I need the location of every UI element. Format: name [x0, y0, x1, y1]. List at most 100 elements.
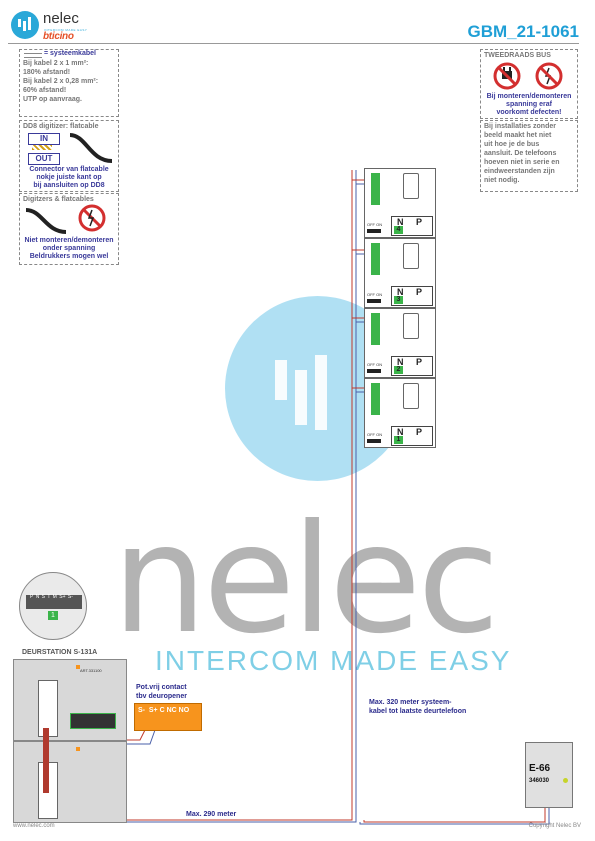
n-label: N: [397, 357, 404, 367]
phone-number: 2: [394, 366, 403, 374]
header-divider: [8, 43, 579, 44]
footer-url: www.nelec.com: [13, 823, 55, 829]
relay-label: tbv deuropener: [136, 693, 187, 700]
brand-tagline: INTERCOM MADE EASY: [44, 28, 88, 32]
footer-copyright: Copyright Nelec BV: [528, 823, 581, 829]
bus-note-box: TWEEDRAADS BUS Bij monteren/demonteren s…: [480, 49, 578, 119]
phone-terminals: [371, 383, 380, 415]
phone-switch: [367, 439, 381, 443]
phone-number: 1: [394, 436, 403, 444]
psu-model: E-66: [529, 763, 551, 774]
relay-label: Pot.vrij contact: [136, 684, 187, 691]
dd8-note: nokje juiste kant op: [36, 174, 102, 181]
terminal-strip: [26, 595, 82, 609]
phone-number: 4: [394, 226, 403, 234]
cable-note-box: = systeemkabel Bij kabel 2 x 1 mm²: 180%…: [19, 49, 119, 117]
bus-heading: TWEEDRAADS BUS: [484, 52, 551, 59]
max-320-label: Max. 320 meter systeem-: [369, 699, 452, 706]
phone-switch: [367, 299, 381, 303]
n-label: N: [397, 217, 404, 227]
info-line: niet nodig.: [484, 177, 520, 184]
dd8-note: Connector van flatcable: [29, 166, 109, 173]
phone-terminals: [371, 313, 380, 345]
phone-handset-icon: [403, 383, 419, 409]
terminal-n: N: [35, 594, 40, 600]
info-line: Bij installaties zonder: [484, 123, 556, 130]
phone-switch: [367, 369, 381, 373]
cable-line: Bij kabel 2 x 0,28 mm²:: [23, 78, 99, 85]
relay-module: S- S+ C NC NO: [134, 703, 202, 731]
info-line: beeld maakt het niet: [484, 132, 552, 139]
dd8-note: bij aansluiten op DD8: [33, 182, 105, 189]
door-station-module: ART.331100: [13, 659, 127, 741]
cable-line: Bij kabel 2 x 1 mm²:: [23, 60, 89, 67]
flat-note: onder spanning: [42, 245, 96, 252]
flatcable-note-box: Digitzers & flatcables Niet monteren/dem…: [19, 193, 119, 265]
bus-note: spanning eraf: [506, 101, 552, 108]
phone-np-block: N P 2: [391, 356, 433, 376]
bus-note: voorkomt defecten!: [496, 109, 562, 116]
p-label: P: [416, 357, 423, 367]
logo-bars-icon: [18, 17, 31, 31]
phone-unit: OFF ON N P 2: [364, 308, 436, 378]
relay-terminals: S- S+ C NC NO: [138, 707, 190, 714]
connector-hatch: [32, 145, 52, 150]
no-plug-icon: [493, 62, 521, 90]
psu-led: [563, 778, 568, 783]
phone-switch-label: OFF ON: [367, 292, 383, 297]
info-line: hoeven niet in serie en: [484, 159, 560, 166]
phone-handset-icon: [403, 173, 419, 199]
flat-heading: Digitzers & flatcables: [23, 196, 94, 203]
psu-code: 346030: [529, 778, 550, 784]
terminal-t: T: [47, 594, 51, 600]
terminal-number: 1: [48, 611, 58, 620]
cable-symbol: [24, 53, 42, 58]
info-note-box: Bij installaties zonder beeld maakt het …: [480, 120, 578, 192]
brand-name: nelec: [43, 10, 79, 27]
info-line: eindweerstanden zijn: [484, 168, 555, 175]
n-label: N: [397, 287, 404, 297]
flatcable-icon: [43, 728, 49, 793]
module-code: ART.331100: [80, 668, 102, 673]
door-station-label: DEURSTATION S-131A: [22, 649, 98, 656]
phone-terminals: [371, 173, 380, 205]
max-290-label: Max. 290 meter: [186, 811, 237, 818]
info-line: aansluit. De telefoons: [484, 150, 557, 157]
phone-np-block: N P 1: [391, 426, 433, 446]
flatcable-icon: [25, 208, 67, 234]
cable-line: UTP op aanvraag.: [23, 96, 83, 103]
info-line: uit hoe je de bus: [484, 141, 540, 148]
flat-note: Beldrukkers mogen wel: [29, 253, 109, 260]
cable-line: 180% afstand!: [23, 69, 71, 76]
p-label: P: [416, 217, 423, 227]
max-320-label: kabel tot laatste deurtelefoon: [369, 708, 467, 715]
watermark-bars: [275, 355, 327, 430]
phone-switch-label: OFF ON: [367, 432, 383, 437]
phone-np-block: N P 3: [391, 286, 433, 306]
door-station-module: [13, 741, 127, 823]
terminal-smin: S-: [67, 594, 73, 600]
flat-note: Niet monteren/demonteren: [24, 237, 114, 244]
phone-np-block: N P 4: [391, 216, 433, 236]
terminal-s: S: [41, 594, 45, 600]
no-tamper-icon: [78, 204, 106, 232]
phone-handset-icon: [403, 313, 419, 339]
bus-note: Bij monteren/demonteren: [486, 93, 572, 100]
watermark-name: nelec: [112, 493, 500, 667]
terminal-labels: P N S T M S+ S-: [30, 594, 73, 600]
phone-handset-icon: [403, 243, 419, 269]
no-tamper-icon: [535, 62, 563, 90]
dd8-note-box: DD8 digitizer: flatcable IN OUT Connecto…: [19, 120, 119, 192]
module-orange-dot: [76, 747, 80, 751]
phone-number: 3: [394, 296, 403, 304]
module-orange-dot: [76, 665, 80, 669]
terminal-splus: S+: [59, 594, 66, 600]
dd8-heading: DD8 digitizer: flatcable: [23, 123, 99, 130]
page-title: GBM_21-1061: [467, 22, 579, 41]
watermark-tagline: INTERCOM MADE EASY: [155, 645, 512, 676]
n-label: N: [397, 427, 404, 437]
phone-switch-label: OFF ON: [367, 222, 383, 227]
p-label: P: [416, 287, 423, 297]
phone-terminals: [371, 243, 380, 275]
cable-heading: = systeemkabel: [44, 50, 96, 57]
